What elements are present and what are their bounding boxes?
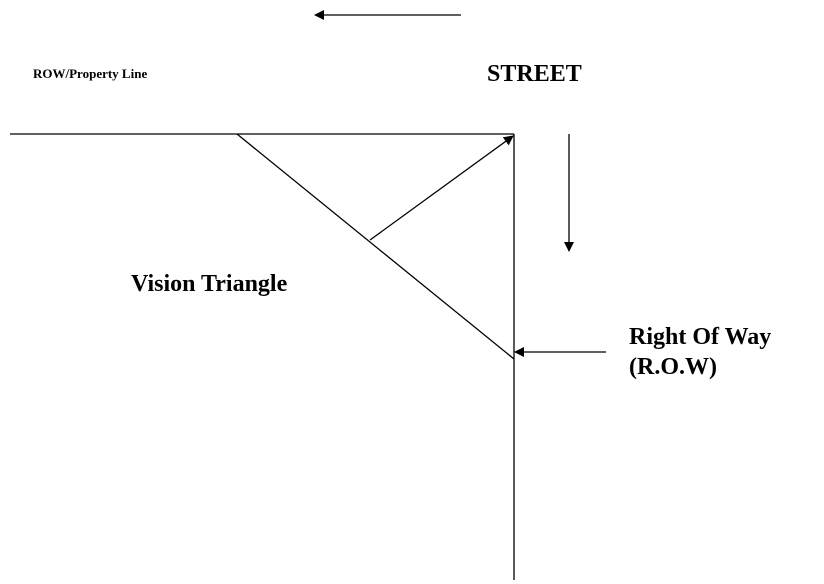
vision-triangle-label: Vision Triangle xyxy=(131,271,288,297)
vision-triangle-hypotenuse xyxy=(236,133,515,360)
sight-line-arrow xyxy=(369,135,514,241)
street-label: STREET xyxy=(487,61,582,87)
right-of-way-label-line2: (R.O.W) xyxy=(629,354,717,380)
property-line-label: ROW/Property Line xyxy=(33,66,148,81)
right-of-way-label-line1: Right Of Way xyxy=(629,324,772,350)
right-of-way-label: Right Of Way (R.O.W) xyxy=(629,322,771,382)
